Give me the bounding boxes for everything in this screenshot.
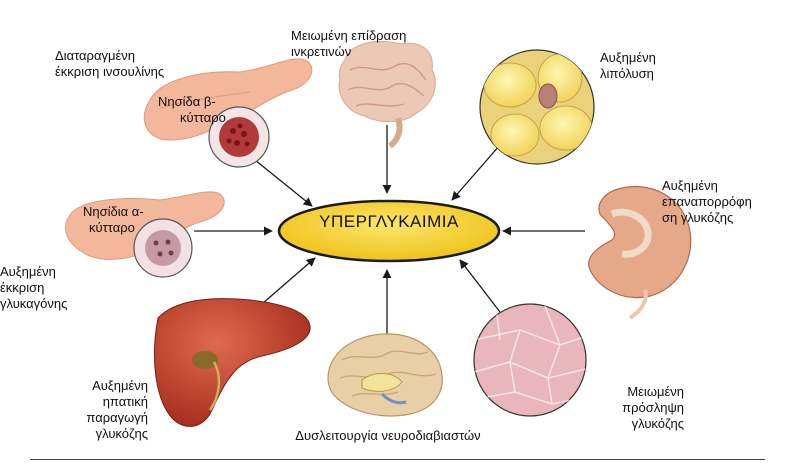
intestine-illustration — [338, 40, 436, 149]
label-reduced-incretin: Μειωμένη επίδραση ινκρετινών — [291, 28, 407, 59]
label-increased-reabsorption: Αυξημένη επαναπορρόφη ση γλυκόζης — [662, 178, 752, 225]
label-impaired-insulin: Διαταραγμένη έκκριση ινσουλίνης — [55, 48, 165, 79]
arrow-insulin — [254, 159, 313, 207]
label-increased-glucagon: Αυξημένη έκκριση γλυκαγόνης — [0, 264, 68, 311]
kidney-illustration — [588, 185, 692, 320]
hyperglycemia-oval — [277, 199, 501, 263]
label-neurotransmitter: Δυσλειτουργία νευροδιαβιαστών — [295, 428, 481, 443]
alpha-cell-inset — [133, 218, 193, 278]
label-beta-cell: Νησίδα β- κύτταρο — [158, 94, 226, 125]
label-increased-lipolysis: Αυξημένη λιπόλυση — [600, 50, 656, 81]
muscle-illustration — [473, 303, 587, 417]
label-hepatic-glucose: Αυξημένη ηπατική παραγωγή γλυκόζης — [86, 378, 148, 441]
arrow-lipolysis — [451, 144, 501, 201]
hyperglycemia-label: ΥΠΕΡΓΛΥΚΑΙΜΙΑ — [319, 212, 459, 231]
bottom-rule — [30, 459, 765, 460]
adipose-illustration — [479, 49, 595, 165]
beta-cell-inset — [208, 106, 270, 168]
arrow-liver — [254, 257, 316, 311]
arrows — [194, 125, 585, 335]
arrow-muscle — [459, 259, 501, 313]
label-reduced-uptake: Μειωμένη πρόσληψη γλυκόζης — [622, 384, 684, 431]
brain-illustration — [327, 333, 443, 417]
pancreas-insulin-illustration — [143, 58, 313, 141]
liver-illustration — [153, 298, 311, 427]
label-alpha-cell: Νησίδια α- κύτταρο — [83, 204, 144, 235]
